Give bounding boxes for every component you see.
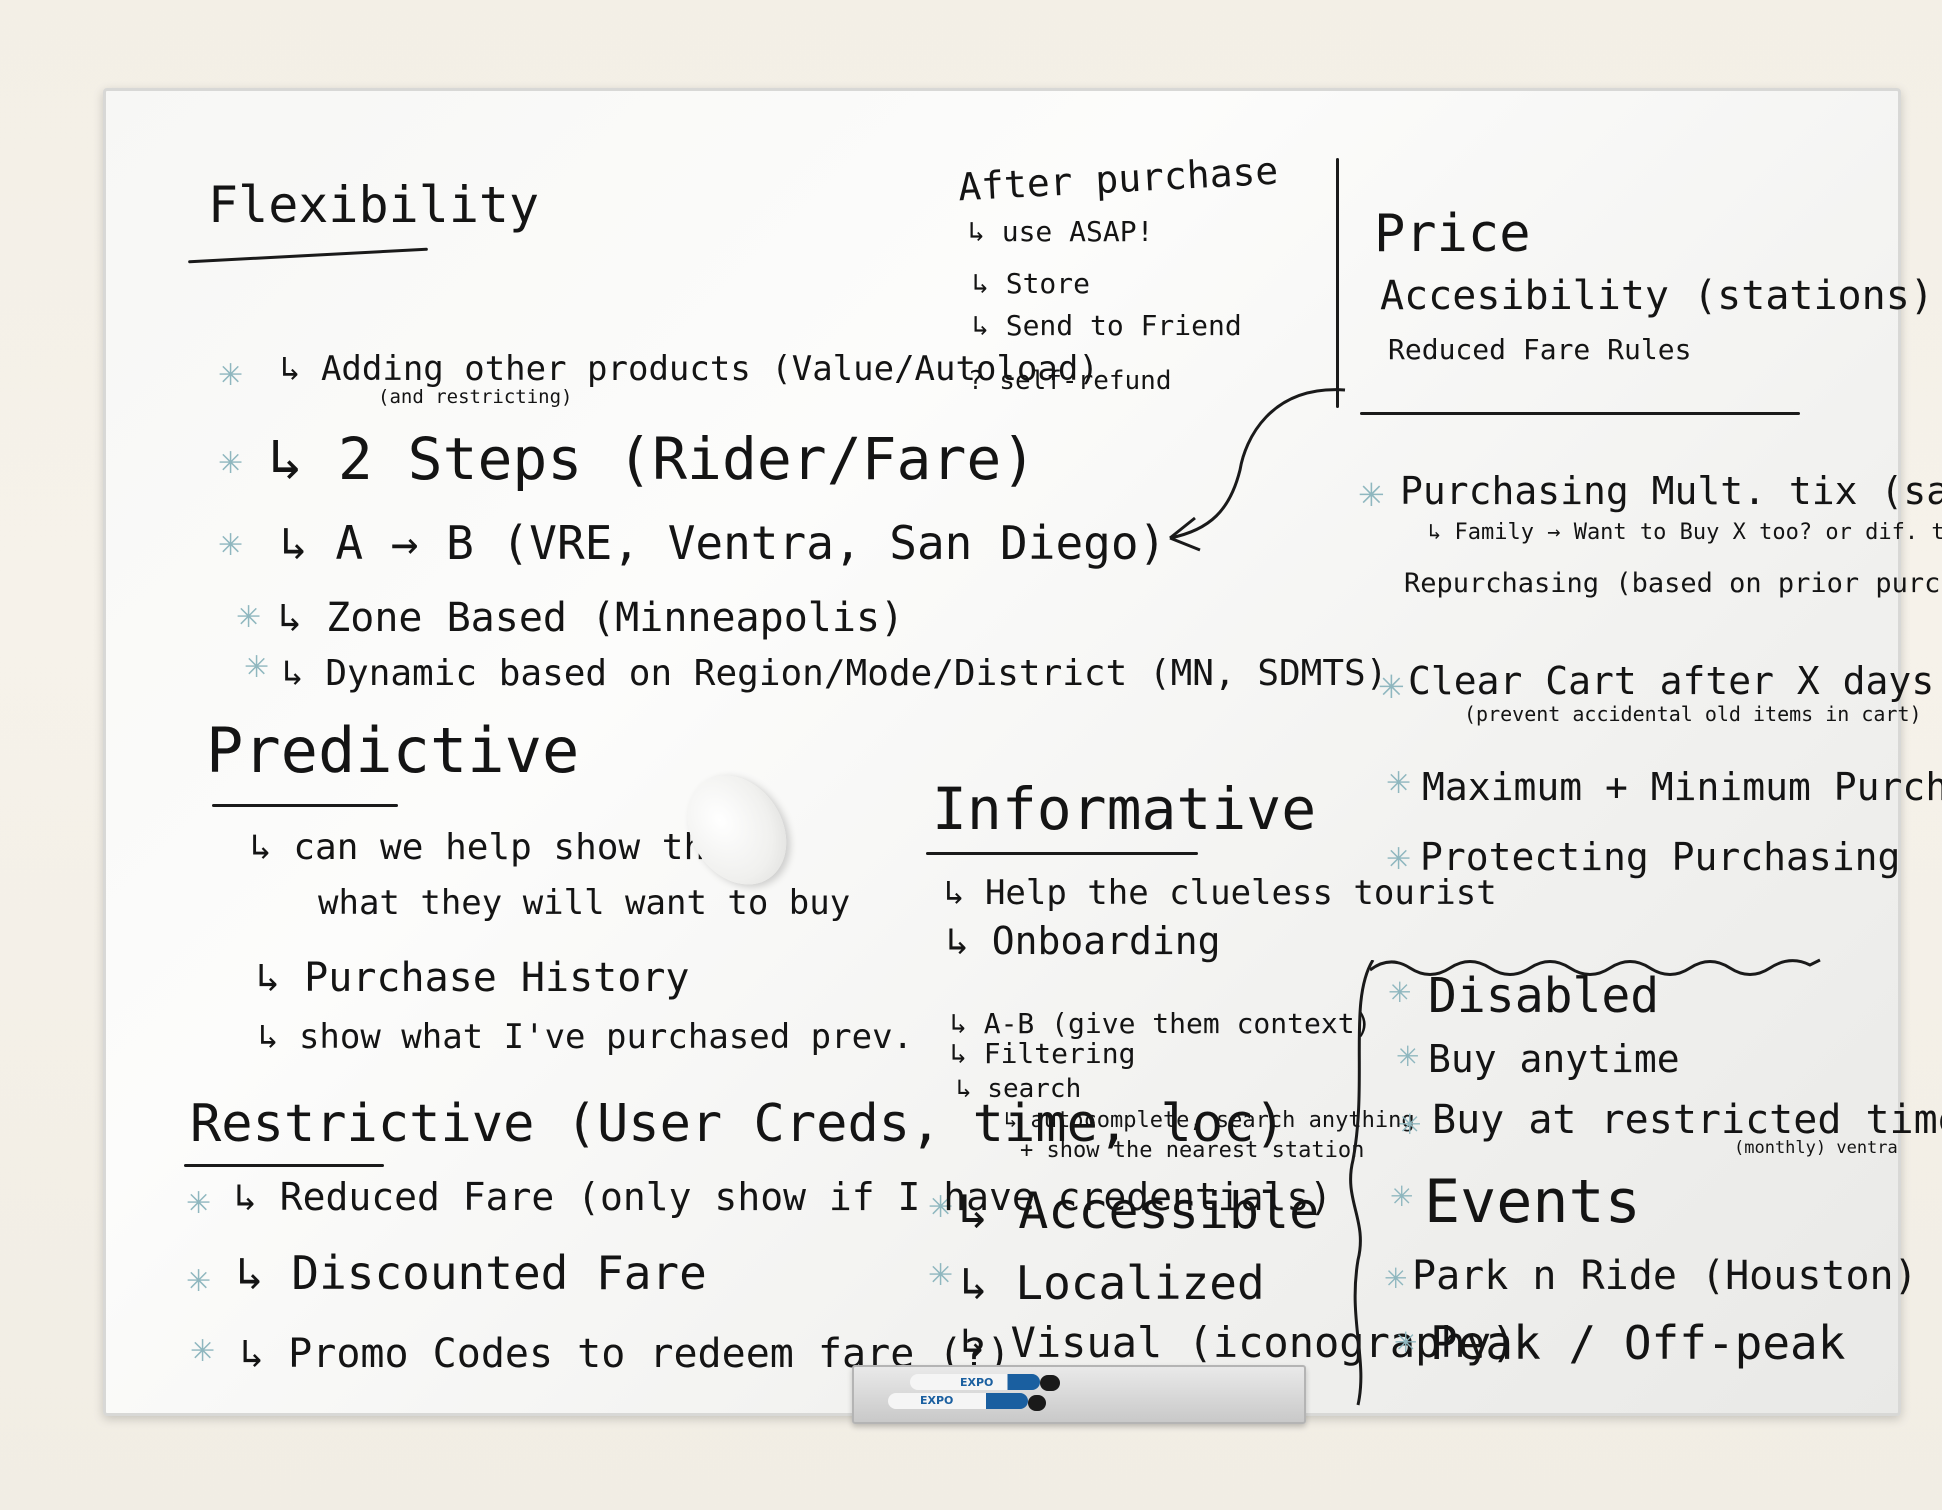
informative-item: + show the nearest station: [1020, 1138, 1365, 1163]
restrictive-title: Restrictive (User Creds, time, loc): [190, 1094, 1286, 1154]
marker: [910, 1374, 1040, 1390]
riders-item: Disabled: [1428, 968, 1660, 1024]
marker-label: EXPO: [960, 1376, 994, 1389]
flexibility-item: ↳ Adding other products (Value/Autoload): [280, 349, 1099, 389]
marker-cap: [1040, 1375, 1060, 1391]
riders-item: Buy anytime: [1428, 1037, 1680, 1081]
predictive-item: what they will want to buy: [318, 883, 851, 923]
informative-item: ↳ A-B (give them context): [950, 1007, 1372, 1040]
flexibility-item: ↳ 2 Steps (Rider/Fare): [268, 425, 1037, 493]
informative-item: ↳ Filtering: [950, 1037, 1136, 1070]
purchasing-item: Clear Cart after X days: [1408, 659, 1935, 703]
purchasing-item: Repurchasing (based on prior purch.): [1404, 568, 1942, 599]
asterisk-icon: ✳: [1396, 1040, 1420, 1073]
asterisk-icon: ✳: [1358, 476, 1385, 514]
purchasing-item: Maximum + Minimum Purchase: [1422, 765, 1942, 809]
asterisk-icon: ✳: [218, 358, 244, 393]
asterisk-icon: ✳: [186, 1186, 212, 1221]
predictive-underline: [212, 804, 398, 807]
asterisk-icon: ✳: [1390, 1180, 1414, 1213]
informative-item: ↳ autocomplete, search anything: [1004, 1108, 1415, 1133]
asterisk-icon: ✳: [928, 1190, 954, 1225]
riders-item: Events: [1424, 1167, 1641, 1237]
price-label: Price: [1374, 204, 1531, 264]
informative-item: ↳ Help the clueless tourist: [944, 873, 1497, 913]
flexibility-item: ↳ A → B (VRE, Ventra, San Diego): [280, 516, 1167, 570]
divider-line: [1336, 158, 1339, 408]
predictive-item: ↳ show what I've purchased prev.: [258, 1017, 914, 1057]
restrictive-item: ↳ Discounted Fare: [236, 1246, 707, 1300]
asterisk-icon: ✳: [1386, 842, 1412, 877]
asterisk-icon: ✳: [1384, 1262, 1408, 1295]
riders-item: (monthly) ventra: [1734, 1138, 1898, 1158]
predictive-item: ↳ Purchase History: [256, 955, 690, 1001]
divider-line: [1360, 412, 1800, 415]
informative-item: ↳ Visual (iconography): [960, 1318, 1517, 1367]
riders-item: Peak / Off-peak: [1430, 1316, 1846, 1370]
predictive-title: Predictive: [206, 714, 580, 787]
asterisk-icon: ✳: [1388, 976, 1412, 1009]
restrictive-item: ↳ Reduced Fare (only show if I have cred…: [234, 1175, 1333, 1219]
after-purchase-item: ↳ Store: [972, 267, 1091, 300]
informative-item: ↳ Localized: [960, 1256, 1265, 1310]
asterisk-icon: ✳: [1386, 766, 1412, 801]
asterisk-icon: ✳: [1378, 668, 1405, 706]
asterisk-icon: ✳: [186, 1264, 212, 1299]
informative-item: ↳ Onboarding: [946, 919, 1221, 963]
restrictive-underline: [184, 1164, 384, 1167]
riders-item: Park n Ride (Houston): [1412, 1253, 1918, 1299]
purchasing-item: Protecting Purchasing: [1420, 835, 1901, 879]
asterisk-icon: ✳: [190, 1334, 216, 1369]
informative-item: ↳ Accessible: [958, 1182, 1320, 1240]
bracket-line: [1349, 960, 1375, 1406]
price-item: Reduced Fare Rules: [1388, 333, 1692, 366]
whiteboard: [103, 88, 1901, 1416]
purchasing-item: ↳ Family → Want to Buy X too? or dif. ty…: [1428, 520, 1942, 545]
marker-label: EXPO: [920, 1394, 954, 1407]
arrow-icon: [1169, 388, 1346, 552]
informative-underline: [926, 852, 1198, 855]
flexibility-item: ↳ Zone Based (Minneapolis): [278, 595, 905, 641]
asterisk-icon: ✳: [1398, 1108, 1422, 1141]
purchasing-item: Purchasing Mult. tix (same: [1400, 469, 1942, 513]
asterisk-icon: ✳: [236, 600, 262, 635]
asterisk-icon: ✳: [244, 650, 270, 685]
after-purchase-item: ? self-refund: [968, 366, 1172, 396]
riders-item: Buy at restricted times: [1432, 1097, 1942, 1143]
informative-item: ↳ search: [956, 1074, 1082, 1104]
asterisk-icon: ✳: [1394, 1326, 1418, 1359]
wavy-line: [1370, 958, 1821, 976]
price-item: Accesibility (stations): [1380, 273, 1934, 319]
after-purchase-item: ↳ use ASAP!: [968, 215, 1154, 248]
asterisk-icon: ✳: [218, 528, 244, 563]
flexibility-subnote: (and restricting): [378, 386, 573, 408]
marker: EXPO: [888, 1393, 1028, 1409]
marker-cap: [1028, 1395, 1046, 1411]
asterisk-icon: ✳: [928, 1258, 954, 1293]
predictive-item: ↳ can we help show them: [250, 827, 749, 868]
flexibility-item: ↳ Dynamic based on Region/Mode/District …: [282, 653, 1388, 694]
flexibility-title: Flexibility: [208, 176, 540, 234]
asterisk-icon: ✳: [218, 446, 244, 481]
purchasing-item: (prevent accidental old items in cart): [1464, 702, 1922, 726]
after-purchase-item: ↳ Send to Friend: [972, 309, 1242, 342]
informative-title: Informative: [932, 775, 1317, 843]
